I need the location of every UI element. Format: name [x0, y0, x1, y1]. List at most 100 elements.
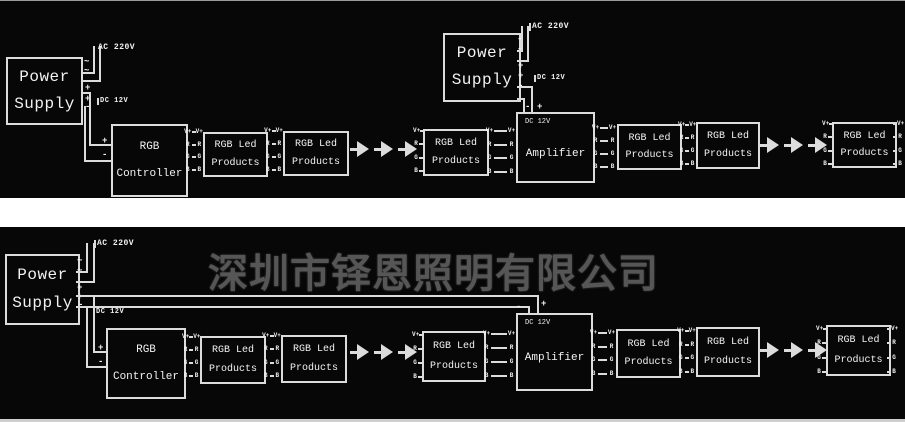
arrow-icon [784, 342, 803, 358]
wire [76, 281, 95, 283]
pin-label: B [593, 163, 598, 170]
wire [420, 130, 425, 132]
pin-row: V+ [822, 121, 834, 127]
wire [269, 374, 274, 377]
pin-label: V+ [193, 333, 201, 340]
pin-label: R [892, 339, 896, 347]
pin-label: G [275, 358, 280, 366]
dc-voltage-label: DC 12V [537, 74, 566, 82]
wire [521, 26, 523, 52]
pin-label: R [690, 340, 695, 348]
wire [189, 362, 193, 364]
products-label-2: Products [289, 362, 338, 374]
pin-label: G [823, 146, 827, 154]
wire [83, 92, 91, 94]
pin-label: B [275, 371, 280, 379]
wire [419, 334, 424, 336]
wire [83, 80, 101, 82]
arrow-icon [398, 141, 417, 157]
pin-label: B [610, 163, 615, 170]
pin-row: G [822, 146, 832, 154]
dc-voltage-label: DC 12V [100, 97, 129, 105]
pin-label: B [197, 165, 202, 173]
products-label-1: RGB Led [432, 341, 475, 353]
pin-label: G [277, 153, 282, 160]
pin-label: G [593, 150, 598, 157]
pin-label: R [823, 133, 827, 141]
wire [600, 127, 608, 129]
pin-label: V+ [589, 329, 598, 336]
minus-terminal-mark: - [102, 150, 108, 160]
pin-label: R [591, 342, 596, 350]
wire [887, 328, 891, 330]
flow-arrows [760, 137, 827, 153]
arrow-icon [808, 342, 827, 358]
amplifier-label: Amplifier [524, 352, 585, 365]
pin-label: B [183, 372, 188, 379]
wire [86, 243, 88, 273]
products-label-1: RGB Led [214, 140, 257, 152]
pin-label: V+ [591, 124, 600, 131]
pin-row: V+V+ [485, 128, 516, 134]
wire [600, 166, 608, 168]
pin-label: V+ [182, 333, 190, 340]
products-label-2: Products [431, 156, 480, 167]
pin-row: R [822, 134, 832, 140]
pin-label: V+ [262, 332, 270, 339]
plus-terminal-mark: + [518, 61, 524, 71]
wire [76, 271, 88, 273]
pin-label: B [690, 367, 695, 375]
pin-row: V+V+ [678, 122, 696, 128]
pin-row: V+V+ [262, 333, 281, 339]
pin-label: R [413, 345, 417, 352]
wire [83, 72, 95, 74]
pin-row: V+ [893, 121, 904, 127]
ac-voltage-label: AC 220V [98, 43, 136, 52]
wire [76, 306, 530, 308]
wire [76, 295, 539, 297]
image-top-border [0, 0, 905, 1]
image-bottom-border [0, 419, 905, 422]
rgb-led-products-box: RGB Led Products [203, 132, 268, 177]
wire [419, 156, 423, 159]
pin-label: B [487, 167, 492, 175]
pin-label: B [898, 159, 902, 167]
wire [418, 348, 422, 350]
pin-label: R [593, 137, 598, 144]
wire [269, 348, 274, 351]
pin-row: G [816, 354, 826, 361]
arrow-icon [374, 344, 393, 360]
pin-label: G [183, 359, 188, 366]
products-label-2: Products [703, 149, 752, 160]
rgb-led-products-box: RGB Led Products [832, 122, 897, 168]
pin-label: G [690, 354, 695, 362]
wire [99, 46, 101, 82]
pin-label: V+ [689, 121, 697, 128]
wire [684, 370, 689, 373]
pin-label: G [509, 154, 514, 162]
controller-label-2: Controller [116, 167, 183, 180]
pin-label: G [414, 153, 418, 161]
pin-row: V+V+ [591, 125, 617, 131]
wire [598, 372, 607, 375]
pin-row: V+V+ [677, 328, 696, 334]
controller-label-1: RGB [139, 140, 160, 153]
pin-label: R [609, 342, 614, 350]
wire [418, 376, 422, 378]
pin-label: V+ [482, 330, 491, 337]
wire [598, 332, 607, 334]
pin-label: G [265, 153, 270, 160]
pin-label: V+ [264, 127, 272, 134]
